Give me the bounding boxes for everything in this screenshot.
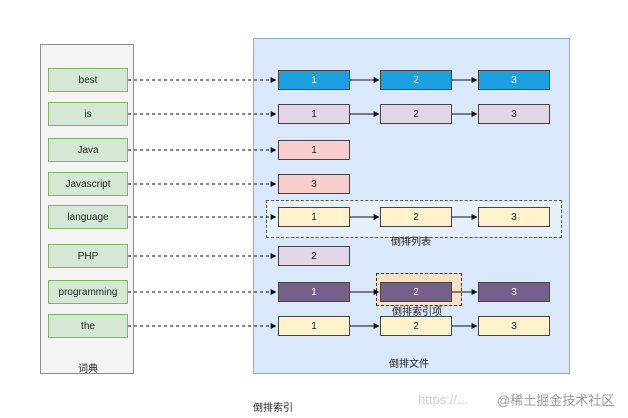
posting-node-java-1: 1 bbox=[278, 140, 350, 160]
posting-node-the-3: 3 bbox=[478, 316, 550, 336]
posting-node-is-3: 3 bbox=[478, 104, 550, 124]
posting-node-language-2: 2 bbox=[380, 207, 452, 227]
posting-node-javascript-1: 3 bbox=[278, 174, 350, 194]
term-best: best bbox=[48, 68, 128, 92]
posting-node-best-1: 1 bbox=[278, 70, 350, 90]
term-language: language bbox=[48, 205, 128, 229]
posting-node-programming-3: 3 bbox=[478, 282, 550, 302]
posting-node-the-2: 2 bbox=[380, 316, 452, 336]
posting-node-php-1: 2 bbox=[278, 246, 350, 266]
term-javascript: Javascript bbox=[48, 172, 128, 196]
term-the: the bbox=[48, 314, 128, 338]
term-is: is bbox=[48, 102, 128, 126]
watermark: @稀土掘金技术社区 bbox=[497, 393, 615, 408]
posting-node-is-1: 1 bbox=[278, 104, 350, 124]
posting-node-language-1: 1 bbox=[278, 207, 350, 227]
posting-node-is-2: 2 bbox=[380, 104, 452, 124]
inverted-file-caption: 倒排文件 bbox=[389, 359, 429, 370]
index-item-label: 倒排索引项 bbox=[392, 307, 442, 318]
dictionary-caption: 词典 bbox=[78, 364, 98, 375]
bottom-caption: 倒排索引 bbox=[253, 403, 293, 414]
posting-node-language-3: 3 bbox=[478, 207, 550, 227]
term-java: Java bbox=[48, 138, 128, 162]
posting-node-best-3: 3 bbox=[478, 70, 550, 90]
posting-node-best-2: 2 bbox=[380, 70, 452, 90]
posting-node-programming-2: 2 bbox=[380, 282, 452, 302]
posting-node-programming-1: 1 bbox=[278, 282, 350, 302]
term-php: PHP bbox=[48, 244, 128, 268]
watermark-faint: https://... bbox=[418, 392, 468, 407]
term-programming: programming bbox=[48, 280, 128, 304]
posting-list-label: 倒排列表 bbox=[391, 237, 431, 248]
posting-node-the-1: 1 bbox=[278, 316, 350, 336]
